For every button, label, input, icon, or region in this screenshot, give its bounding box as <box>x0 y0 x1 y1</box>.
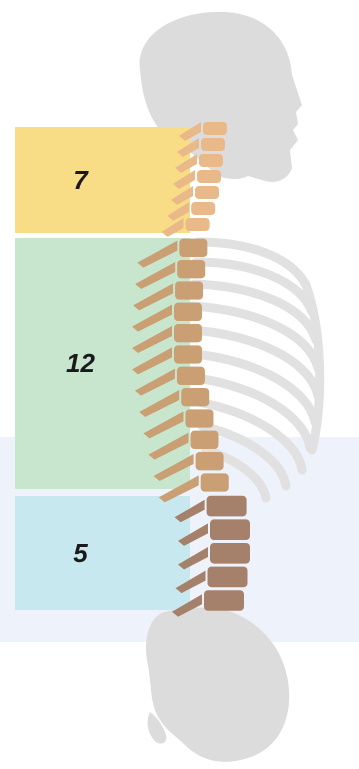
cervical-spinous-process <box>177 138 199 157</box>
thoracic-vertebra-body <box>181 388 209 406</box>
thoracic-spinous-process <box>139 390 179 417</box>
lumbar-spinous-process <box>176 571 206 594</box>
thoracic-vertebra-body <box>175 281 203 299</box>
lumbar-spinous-process <box>172 594 202 617</box>
thoracic-vertebra-body <box>174 303 202 321</box>
lumbar-vertebra-body <box>210 543 250 564</box>
thoracic-vertebra-body <box>179 239 207 257</box>
cervical-vertebra-body <box>195 186 219 199</box>
lumbar-vertebra <box>176 567 248 594</box>
thoracic-spinous-process <box>148 433 188 460</box>
lumbar-vertebra-body <box>207 496 247 517</box>
cervical-vertebra <box>162 218 210 237</box>
thoracic-spinous-process <box>154 454 194 481</box>
cervical-spinous-process <box>162 218 184 237</box>
cervical-spinous-process <box>167 202 189 221</box>
thoracic-spinous-process <box>143 411 183 438</box>
cervical-vertebra-body <box>186 218 210 231</box>
cervical-vertebra-body <box>191 202 215 215</box>
cervical-vertebra-body <box>201 138 225 151</box>
thoracic-vertebra-body <box>174 345 202 363</box>
lumbar-vertebra-body <box>210 519 250 540</box>
lumbar-vertebra-body <box>204 590 244 611</box>
thoracic-vertebra-body <box>201 473 229 491</box>
cervical-spinous-process <box>179 122 201 141</box>
thoracic-spinous-process <box>135 262 175 289</box>
cervical-vertebra-body <box>203 122 227 135</box>
thoracic-vertebra-body <box>190 431 218 449</box>
lumbar-vertebra <box>175 496 247 523</box>
thoracic-vertebra-body <box>174 324 202 342</box>
thoracic-vertebra-body <box>177 260 205 278</box>
lumbar-spinous-process <box>175 500 205 523</box>
thoracic-vertebra-body <box>177 367 205 385</box>
cervical-vertebra-body <box>199 154 223 167</box>
cervical-spinous-process <box>173 170 195 189</box>
thoracic-spinous-process <box>133 283 173 310</box>
lumbar-vertebra <box>178 519 250 546</box>
thoracic-vertebra-body <box>185 409 213 427</box>
thoracic-vertebra-body <box>196 452 224 470</box>
thoracic-spinous-process <box>159 475 199 502</box>
cervical-spinous-process <box>175 154 197 173</box>
cervical-spinous-process <box>171 186 193 205</box>
lumbar-vertebra <box>172 590 244 617</box>
lumbar-vertebra <box>178 543 250 570</box>
lumbar-spinous-process <box>178 523 208 546</box>
thoracic-spinous-process <box>137 241 177 268</box>
cervical-vertebra-body <box>197 170 221 183</box>
lumbar-spinous-process <box>178 547 208 570</box>
lumbar-vertebra-body <box>208 567 248 588</box>
